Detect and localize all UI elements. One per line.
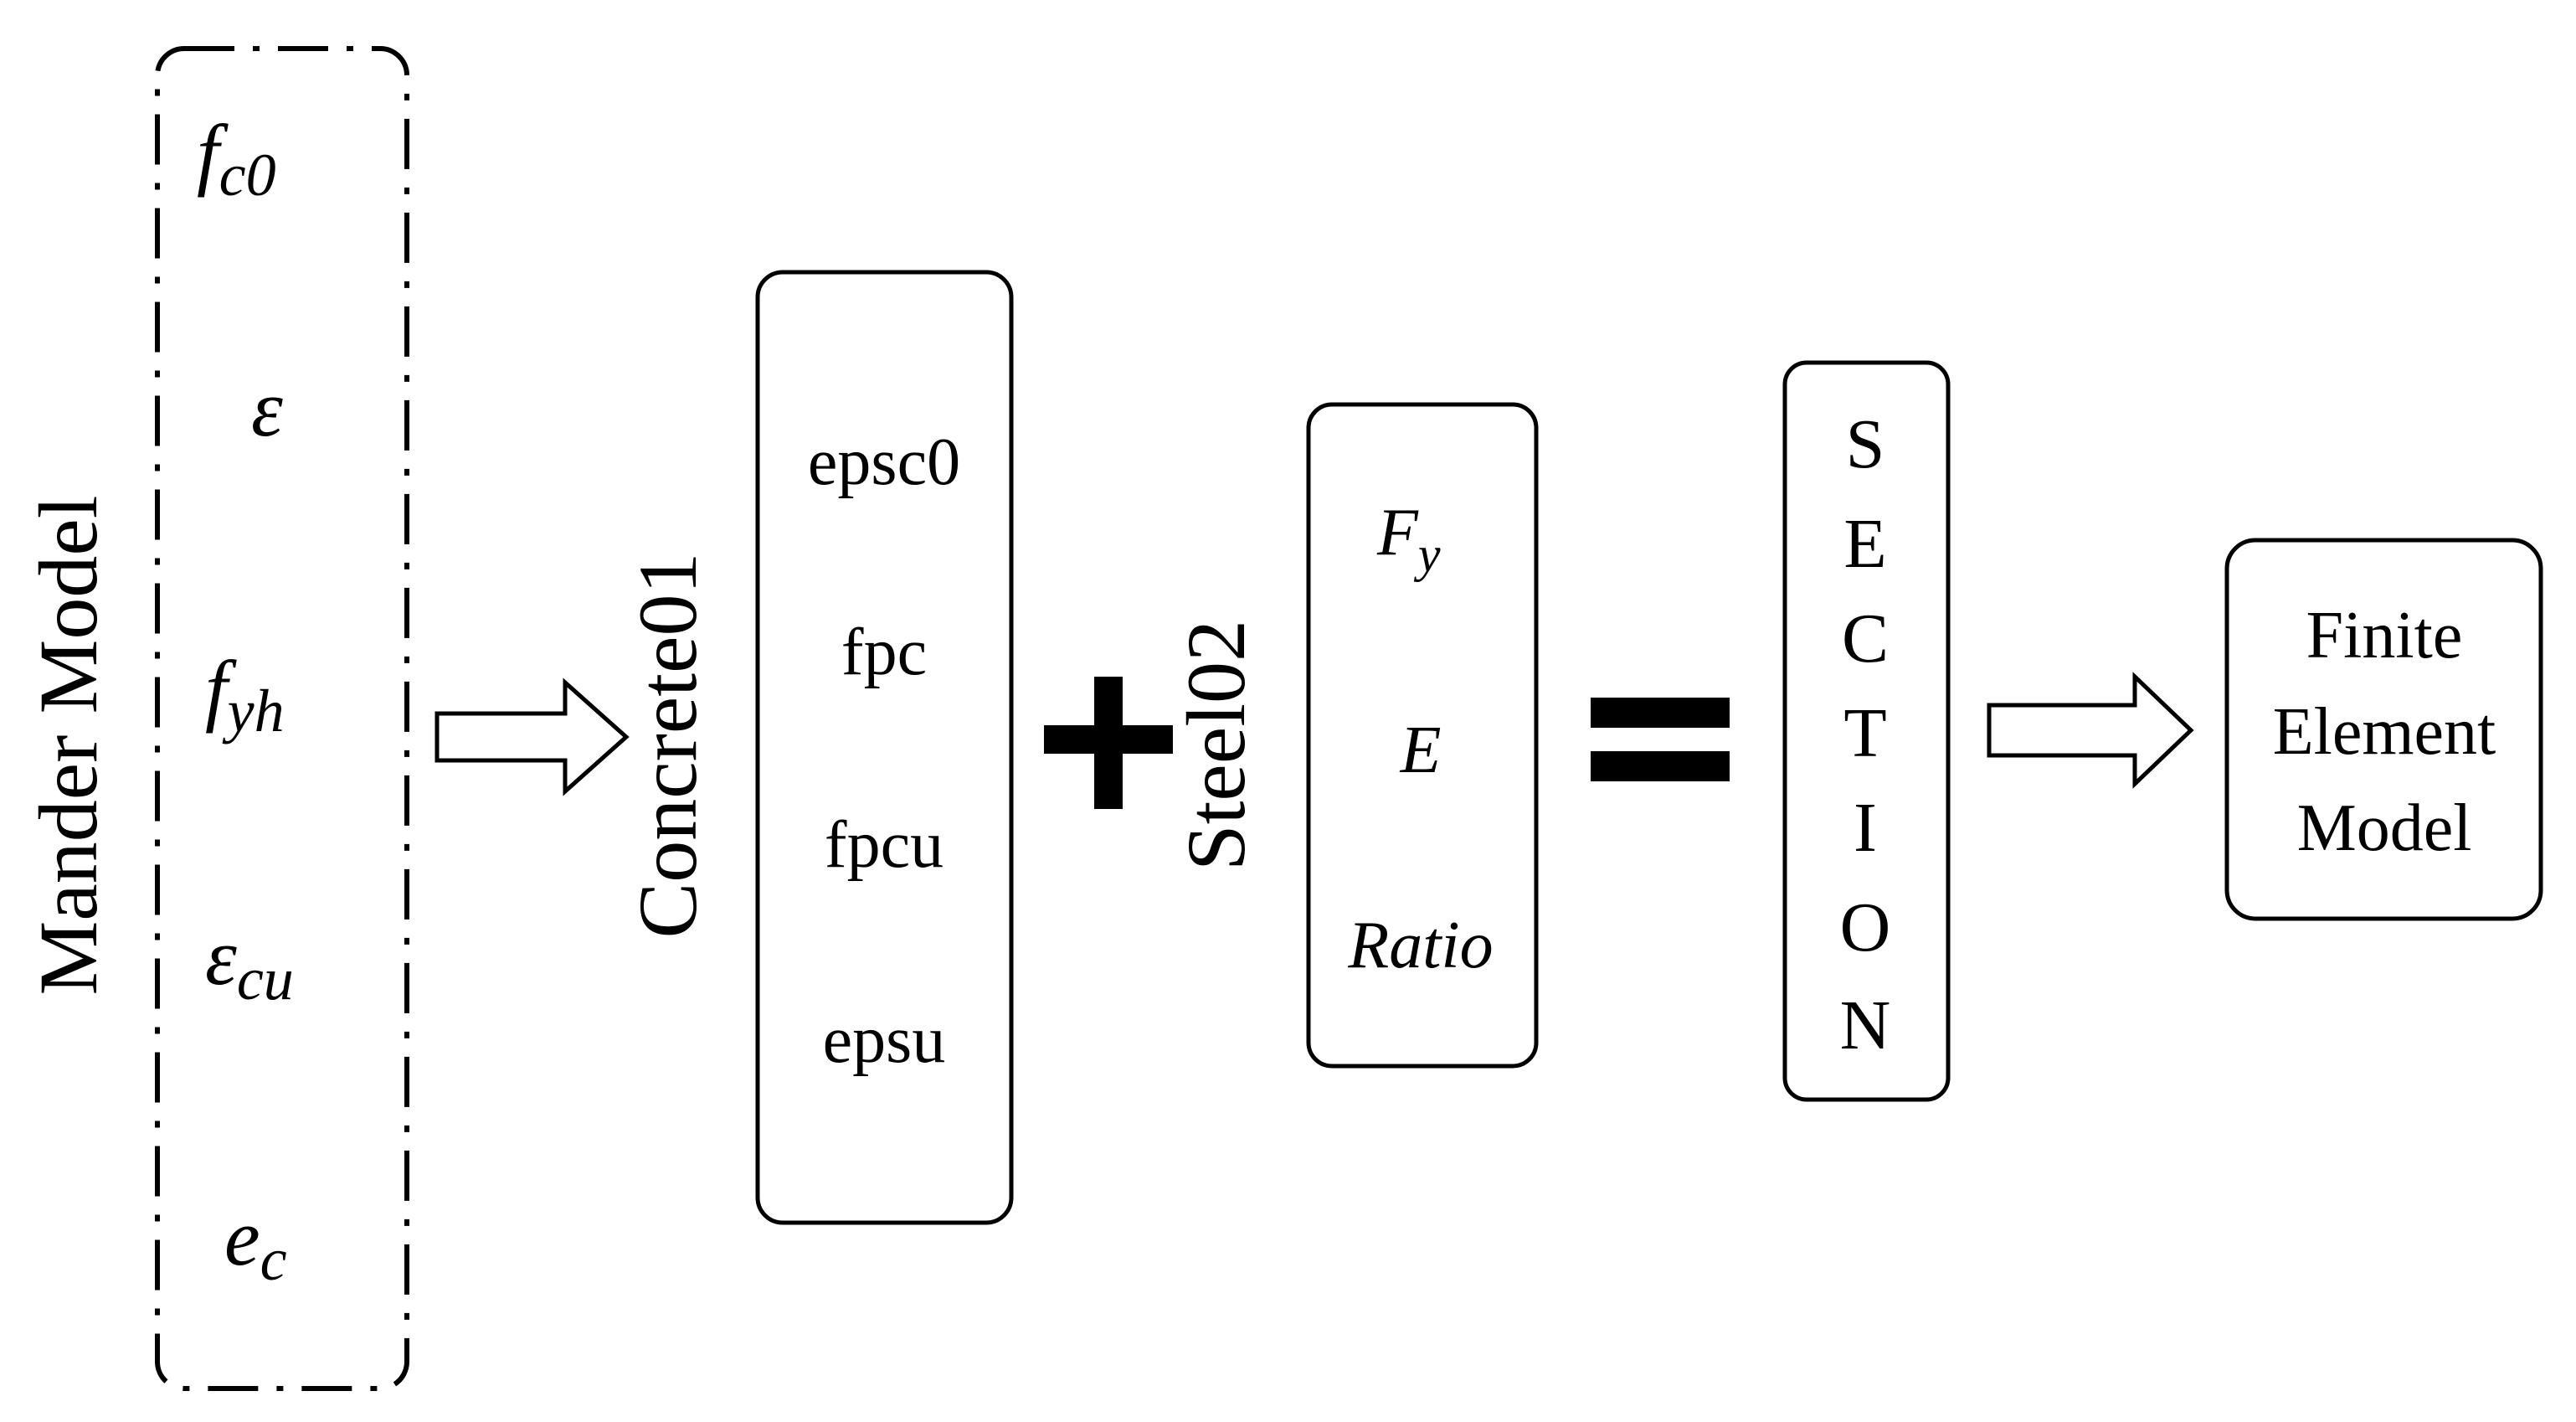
steel-item-ratio: Ratio: [1347, 909, 1493, 982]
concrete-item-fpc: fpc: [841, 616, 927, 689]
mander-param-fc0: fc0: [197, 108, 276, 209]
fem-line-3: Model: [2297, 791, 2472, 865]
mander-param-epsilon: ε: [251, 363, 283, 453]
section-letter: C: [1842, 600, 1889, 678]
fem-line-2: Element: [2273, 695, 2496, 769]
mander-param-list: fc0 ε fyh εcu ec: [197, 108, 294, 1293]
finite-element-model-box: [2224, 538, 2543, 921]
steel02-box: [1306, 402, 1539, 1069]
concrete-item-epsu: epsu: [823, 1003, 946, 1077]
section-box: [1782, 360, 1951, 1102]
equals-sign-icon: [1591, 698, 1730, 781]
concrete-item-fpcu: fpcu: [825, 808, 944, 882]
steel02-label: Steel02: [1170, 620, 1262, 871]
hollow-right-arrow-icon: [1987, 672, 2194, 789]
steel-item-e: E: [1400, 714, 1442, 787]
section-letter: O: [1840, 889, 1891, 966]
section-letter: T: [1843, 694, 1886, 772]
concrete01-box: [755, 270, 1014, 1225]
mander-param-fyh: fyh: [205, 644, 285, 744]
section-letter: I: [1854, 789, 1877, 867]
fem-line-1: Finite: [2306, 599, 2463, 672]
hollow-right-arrow-icon: [434, 678, 630, 796]
plus-sign-icon: [1044, 677, 1173, 809]
section-letter: S: [1846, 405, 1885, 483]
mander-model-group-box: [155, 46, 409, 1391]
mander-param-ec: ec: [224, 1193, 287, 1293]
section-letters: S E C T I O N: [1840, 405, 1891, 1064]
mander-param-epsilon-cu: εcu: [205, 912, 294, 1012]
section-letter: E: [1843, 505, 1886, 583]
mander-model-label: Mander Model: [22, 495, 115, 995]
section-letter: N: [1840, 987, 1891, 1064]
steel-item-fy: Fy: [1376, 496, 1441, 582]
concrete-item-epsc0: epsc0: [808, 425, 960, 499]
concrete01-label: Concrete01: [621, 553, 714, 939]
